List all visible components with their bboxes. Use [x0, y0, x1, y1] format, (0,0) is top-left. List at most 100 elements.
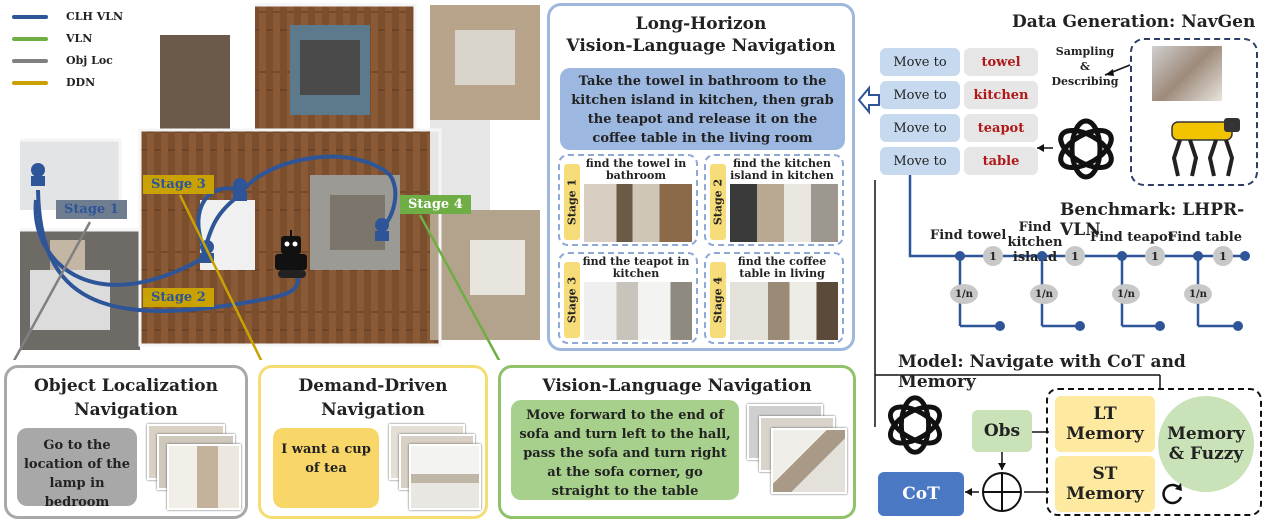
robot-icon — [275, 230, 307, 278]
cmd-move-3: Move to — [880, 114, 960, 142]
objloc-instruction: Go to the location of the lamp in bedroo… — [17, 428, 137, 510]
graph-node — [1233, 321, 1243, 331]
st-memory-text-1: ST — [1092, 464, 1118, 484]
sampling-text-2: & — [1080, 60, 1090, 73]
stage-tag-label: Stage 4 — [711, 276, 725, 324]
arrow-left-icon — [857, 85, 880, 115]
stage-3-image — [584, 282, 692, 340]
legend-label: CLH VLN — [66, 10, 124, 23]
legend-label: Obj Loc — [66, 54, 113, 67]
vln-image-front — [771, 428, 847, 494]
lhvln-stage-1: Stage 1 find the towel in bathroom — [558, 154, 698, 246]
vln-panel: Vision-Language Navigation Move forward … — [498, 365, 856, 519]
legend-swatch — [12, 80, 48, 85]
step-find-towel: Find towel — [930, 228, 1007, 243]
scene-robot-box — [1130, 38, 1258, 186]
weight-node: 1 — [1065, 246, 1085, 266]
lhvln-title-line1: Long-Horizon — [635, 14, 767, 34]
stage-1-image — [584, 184, 692, 242]
model-connectors — [874, 180, 1161, 427]
stage-tag-label: Stage 3 — [565, 276, 579, 324]
st-memory-box: ST Memory — [1055, 456, 1155, 512]
llm-logo-icon — [1058, 118, 1114, 180]
graph-node — [1075, 321, 1085, 331]
lhvln-stage-4: Stage 4 find the coffee table in living … — [704, 252, 844, 344]
obs-box: Obs — [972, 410, 1032, 452]
llm-logo-icon — [888, 395, 942, 455]
map-stage-2-label: Stage 2 — [143, 288, 214, 307]
navgen-arrows — [1037, 64, 1131, 152]
graph-node — [1155, 321, 1165, 331]
cmd-target-kitchen: kitchen — [964, 81, 1038, 109]
model-title: Model: Navigate with CoT and Memory — [898, 352, 1186, 392]
weight-frac-node: 1/n — [1030, 284, 1058, 304]
lt-memory-box: LT Memory — [1055, 396, 1155, 452]
cmd-target-teapot: teapot — [964, 114, 1038, 142]
sum-icon — [982, 472, 1022, 512]
stage-tag: Stage 3 — [564, 262, 580, 338]
cmd-move-4: Move to — [880, 147, 960, 175]
lhvln-panel: Long-Horizon Vision-Language Navigation … — [547, 3, 855, 351]
fuzzy-text-1: Memory — [1167, 424, 1245, 444]
lhvln-title-line2: Vision-Language Navigation — [566, 36, 836, 56]
stage-tag: Stage 2 — [710, 164, 726, 240]
ddn-title-line1: Demand-Driven — [298, 376, 448, 396]
lt-memory-text-2: Memory — [1066, 424, 1144, 444]
vln-title: Vision-Language Navigation — [542, 376, 812, 396]
stage-caption: find the towel in bathroom — [585, 157, 687, 182]
sampling-label: Sampling & Describing — [1050, 44, 1120, 89]
legend-item-vln: VLN — [12, 32, 92, 45]
memory-box — [1046, 388, 1262, 516]
ddn-instruction: I want a cup of tea — [273, 428, 379, 508]
fuzzy-text-2: & Fuzzy — [1168, 444, 1244, 464]
graph-node — [1037, 251, 1047, 261]
stage-4-image — [730, 282, 838, 340]
ddn-panel: Demand-Driven Navigation I want a cup of… — [258, 365, 488, 519]
map-stage-4-label: Stage 4 — [400, 195, 471, 214]
lhvln-stage-2: Stage 2 find the kitchen island in kitch… — [704, 154, 844, 246]
legend-item-clh-vln: CLH VLN — [12, 10, 123, 23]
cmd-target-towel: towel — [964, 48, 1038, 76]
legend-item-ddn: DDN — [12, 76, 95, 89]
objloc-title-line1: Object Localization — [33, 376, 219, 396]
objloc-title-line2: Navigation — [74, 400, 178, 420]
graph-node — [1193, 251, 1203, 261]
stage-caption: find the teapot in kitchen — [582, 255, 690, 280]
legend-swatch — [12, 36, 48, 41]
graph-node — [955, 251, 965, 261]
lhvln-instruction: Take the towel in bathroom to the kitche… — [560, 68, 845, 150]
cmd-move-2: Move to — [880, 81, 960, 109]
st-memory-text-2: Memory — [1066, 484, 1144, 504]
cmd-move-1: Move to — [880, 48, 960, 76]
stage-tag: Stage 1 — [564, 164, 580, 240]
stage-2-image — [730, 184, 838, 242]
graph-node — [1117, 251, 1127, 261]
stage-caption: find the kitchen island in kitchen — [730, 157, 834, 182]
cmd-target-table: table — [964, 147, 1038, 175]
refresh-icon — [1162, 483, 1183, 505]
legend-swatch — [12, 58, 48, 63]
lt-memory-text-1: LT — [1093, 404, 1117, 424]
ddn-title-line2: Navigation — [321, 400, 425, 420]
weight-frac-node: 1/n — [1112, 284, 1140, 304]
map-stage-3-label: Stage 3 — [143, 175, 214, 194]
step-find-table: Find table — [1168, 230, 1242, 245]
cot-box: CoT — [878, 472, 964, 516]
lhvln-stage-3: Stage 3 find the teapot in kitchen — [558, 252, 698, 344]
benchmark-title: Benchmark: LHPR-VLN — [1060, 200, 1245, 240]
weight-frac-node: 1/n — [1184, 284, 1212, 304]
objloc-image-front — [167, 444, 241, 510]
sampling-text-1: Sampling — [1055, 45, 1115, 58]
sampling-text-3: Describing — [1051, 75, 1119, 88]
legend-label: VLN — [66, 32, 93, 45]
navgen-title: Data Generation: NavGen — [1012, 12, 1256, 32]
graph-node — [1240, 251, 1250, 261]
robot-dog-icon — [1171, 118, 1240, 177]
weight-node: 1 — [1213, 246, 1233, 266]
map-stage-1-label: Stage 1 — [56, 200, 127, 219]
stage-tag: Stage 4 — [710, 262, 726, 338]
weight-node: 1 — [1145, 246, 1165, 266]
graph-node — [995, 321, 1005, 331]
legend-item-obj-loc: Obj Loc — [12, 54, 113, 67]
vln-instruction: Move forward to the end of sofa and turn… — [511, 400, 739, 500]
